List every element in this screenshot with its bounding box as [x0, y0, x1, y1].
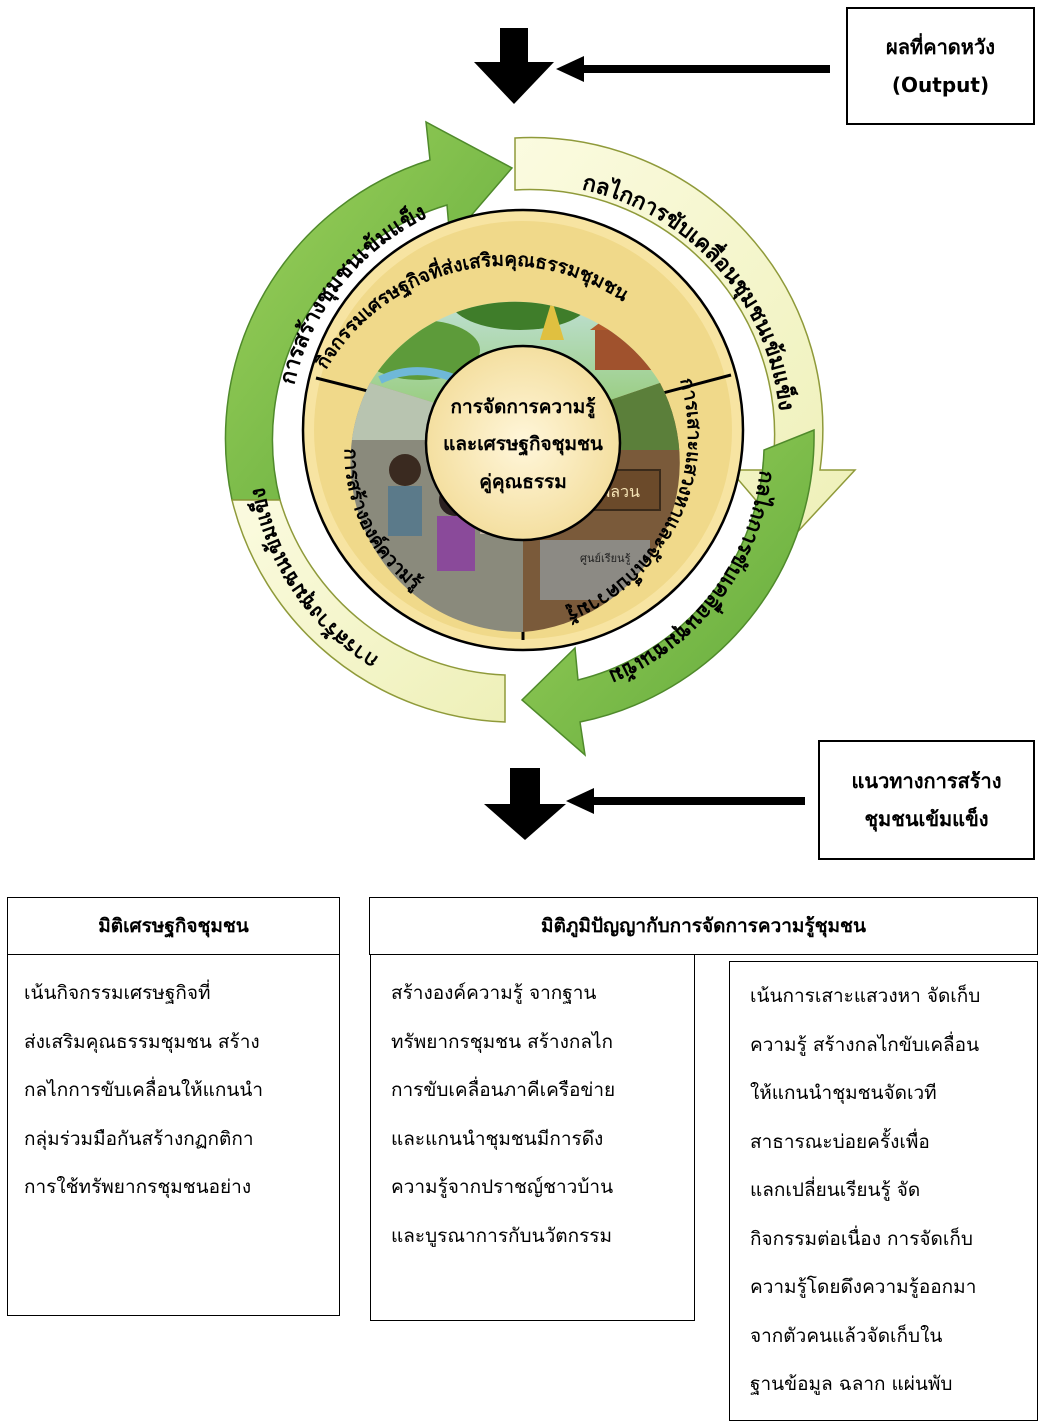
wisdom-left-line: ความรู้จากปราชญ์ชาวบ้าน — [391, 1176, 614, 1198]
wisdom-right-line: กิจกรรมต่อเนื่อง การจัดเก็บ — [750, 1227, 973, 1250]
wisdom-left-line: ทรัพยากรชุมชน สร้างกลไก — [391, 1030, 614, 1053]
economy-line: เน้นกิจกรรมเศรษฐกิจที่ — [24, 982, 211, 1004]
wisdom-right-line: เน้นการเสาะแสวงหา จัดเก็บ — [750, 985, 981, 1007]
guideline-box-line-1: แนวทางการสร้าง — [851, 769, 1002, 793]
wisdom-right-line: ฐานข้อมูล ฉลาก แผ่นพับ — [750, 1373, 953, 1395]
wisdom-panel-left-body: สร้างองค์ความรู้ จากฐาน ทรัพยากรชุมชน สร… — [370, 954, 695, 1321]
pale-arrow-top-right — [514, 136, 857, 542]
guideline-box-line-2: ชุมชนเข้มแข็ง — [864, 807, 989, 831]
center-text-line-2: และเศรษฐกิจชุมชน — [443, 433, 603, 457]
center-text-line-1: การจัดการความรู้ — [450, 396, 596, 419]
wisdom-left-line: และแกนนำชุมชนมีการดึง — [391, 1127, 604, 1150]
output-box: ผลที่คาดหวัง (Output) — [846, 7, 1035, 125]
wisdom-left-line: การขับเคลื่อนภาคีเครือข่าย — [391, 1079, 616, 1101]
down-arrow-icon-top — [474, 28, 554, 104]
output-box-line-2: (Output) — [891, 73, 990, 97]
economy-line: การใช้ทรัพยากรชุมชนอย่าง — [24, 1176, 252, 1198]
economy-line: กลไกการขับเคลื่อนให้แกนนำ — [24, 1079, 264, 1101]
wisdom-panel-title: มิติภูมิปัญญากับการจัดการความรู้ชุมชน — [369, 897, 1038, 955]
green-arrow-bottom-right — [520, 428, 815, 757]
wisdom-panel-right-body: เน้นการเสาะแสวงหา จัดเก็บ ความรู้ สร้างก… — [729, 961, 1038, 1421]
down-arrow-icon-middle — [484, 768, 566, 840]
center-circle — [424, 344, 622, 542]
wisdom-right-line: ความรู้ สร้างกลไกขับเคลื่อน — [750, 1033, 980, 1056]
green-arrow-top-left — [224, 120, 514, 501]
wisdom-right-line: จากตัวคนแล้วจัดเก็บใน — [750, 1324, 943, 1347]
guideline-box: แนวทางการสร้าง ชุมชนเข้มแข็ง — [818, 740, 1035, 860]
wisdom-right-line: ให้แกนนำชุมชนจัดเวที — [750, 1082, 937, 1104]
pale-arrow-bottom-left — [231, 499, 506, 723]
photo-sign-small-text: ศูนย์เรียนรู้ — [580, 552, 631, 565]
left-arrow-icon-top — [556, 56, 830, 82]
economy-line: กลุ่มร่วมมือกันสร้างกฏกติกา — [24, 1127, 254, 1150]
wisdom-right-line: ความรู้โดยดึงความรู้ออกมา — [750, 1276, 977, 1298]
wisdom-left-line: สร้างองค์ความรู้ จากฐาน — [391, 982, 597, 1004]
economy-panel-title: มิติเศรษฐกิจชุมชน — [7, 897, 340, 955]
output-box-line-1: ผลที่คาดหวัง — [886, 35, 995, 59]
wisdom-left-line: และบูรณาการกับนวัตกรรม — [391, 1224, 613, 1247]
wisdom-right-line: แลกเปลี่ยนเรียนรู้ จัด — [750, 1179, 921, 1201]
left-arrow-icon-middle — [566, 788, 805, 814]
wisdom-right-line: สาธารณะบ่อยครั้งเพื่อ — [750, 1130, 930, 1153]
economy-panel-body: เน้นกิจกรรมเศรษฐกิจที่ ส่งเสริมคุณธรรมชุ… — [7, 954, 340, 1316]
center-text-line-3: คู่คุณธรรม — [479, 471, 567, 494]
economy-line: ส่งเสริมคุณธรรมชุมชน สร้าง — [24, 1030, 260, 1053]
